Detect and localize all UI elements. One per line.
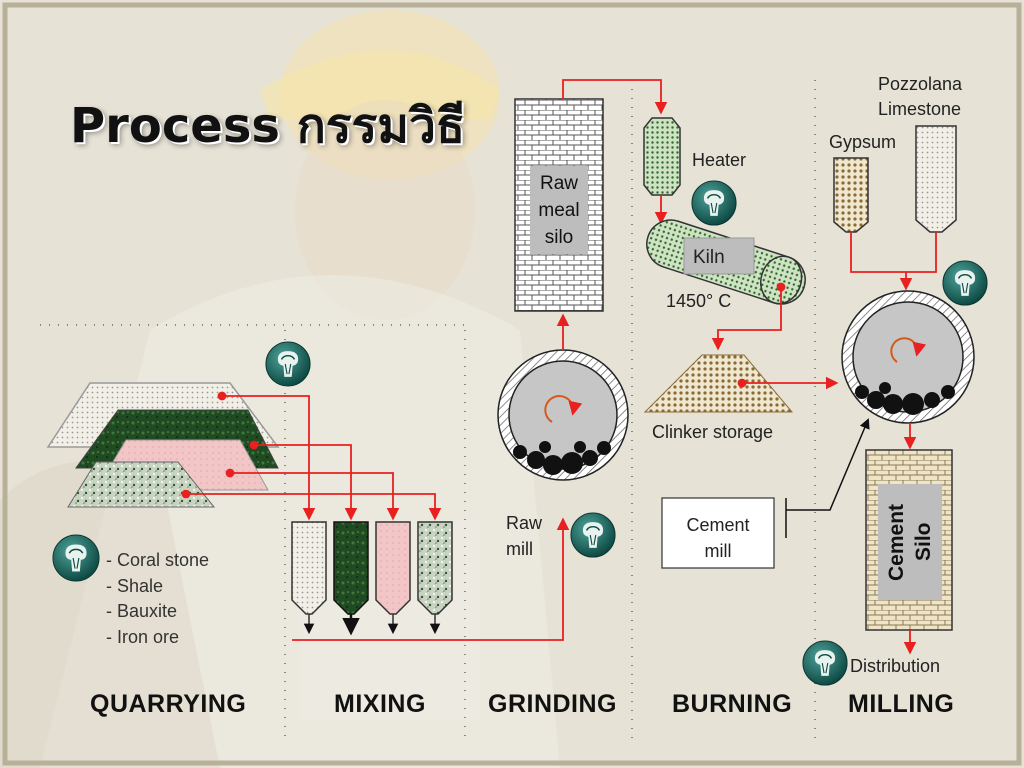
material-list: - Coral stone - Shale - Bauxite - Iron o… (106, 548, 209, 650)
raw-meal-silo-label: Raw meal silo (530, 166, 588, 254)
cement-mill (841, 290, 975, 424)
tree-emblem-icon (691, 180, 737, 226)
kiln-temperature: 1450° C (666, 291, 732, 311)
list-item: - Shale (106, 575, 164, 596)
stage-burning: BURNING (672, 690, 793, 718)
gypsum-label: Gypsum (829, 132, 897, 152)
list-item: - Bauxite (106, 601, 178, 621)
tree-emblem-icon (942, 260, 988, 306)
cement-mill-box (661, 497, 775, 569)
tree-emblem-icon (52, 534, 100, 582)
cement-silo-label: Cement Silo (878, 484, 942, 600)
heater (643, 117, 681, 196)
distribution-label: Distribution (850, 656, 941, 676)
pozzolana-limestone-label: Pozzolana Limestone (878, 74, 963, 119)
heater-label: Heater (692, 150, 747, 170)
stage-milling: MILLING (848, 690, 955, 718)
iron-ore-layer (67, 461, 216, 508)
mixing-bins (291, 521, 453, 636)
clinker-storage-label: Clinker storage (652, 422, 774, 442)
kiln-label: Kiln (693, 247, 725, 268)
raw-mill (497, 349, 629, 481)
cement-mill-label: Cement mill (686, 515, 750, 561)
gypsum-bin (833, 157, 869, 233)
stage-grinding: GRINDING (488, 690, 617, 718)
clinker-pile (643, 354, 794, 413)
tree-emblem-icon (265, 341, 311, 387)
stage-quarrying: QUARRYING (90, 690, 247, 718)
stage-mixing: MIXING (334, 690, 426, 718)
list-item: - Iron ore (106, 626, 180, 647)
page-title: Process กรรมวิธี (70, 98, 466, 154)
pozzolana-bin (915, 125, 957, 233)
tree-emblem-icon (802, 640, 848, 686)
tree-emblem-icon (570, 512, 616, 558)
raw-mill-label: Raw mill (506, 513, 543, 559)
list-item: - Coral stone (106, 550, 210, 570)
